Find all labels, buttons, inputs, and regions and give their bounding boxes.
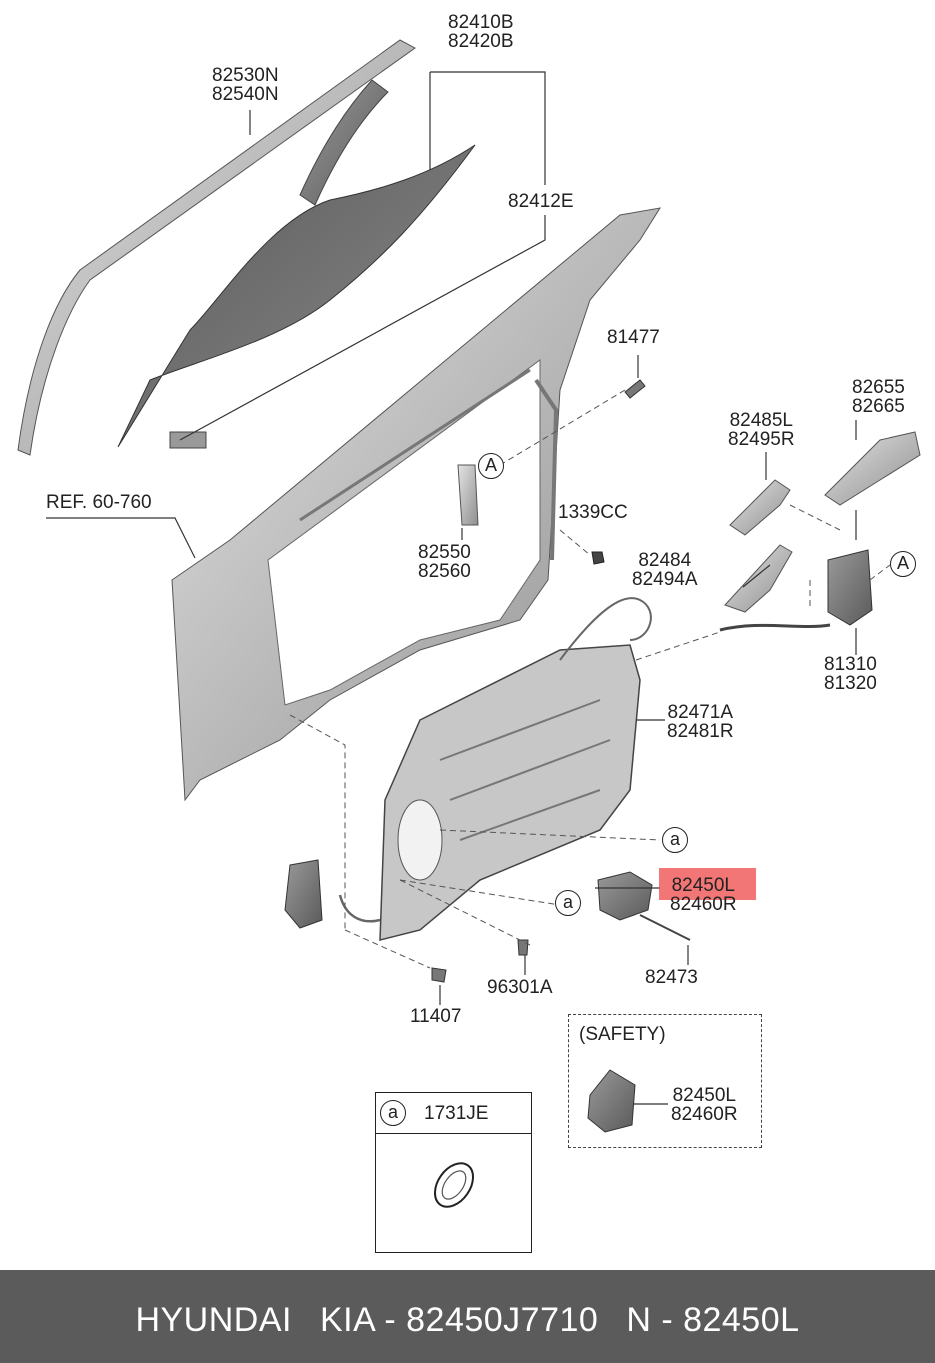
safety-title: (SAFETY) — [579, 1024, 666, 1045]
callout-a-upper: a — [662, 827, 688, 853]
nut-1339cc-icon — [591, 551, 605, 565]
callout-A-left: A — [478, 453, 504, 479]
bolt-96301a-icon — [517, 939, 529, 956]
door-actuator-left — [284, 859, 323, 929]
footer-bar — [0, 1270, 935, 1363]
label-1339cc[interactable]: 1339CC — [558, 502, 628, 523]
bolt-81477-icon — [624, 379, 646, 399]
glass-bracket — [169, 431, 207, 449]
label-11407[interactable]: 11407 — [410, 1006, 462, 1027]
label-96301a[interactable]: 96301A — [487, 977, 553, 998]
footer-brand: HYUNDAI — [135, 1301, 292, 1339]
label-1731je[interactable]: 1731JE — [424, 1103, 489, 1124]
door-inner-panel — [171, 207, 662, 802]
label-81477[interactable]: 81477 — [607, 327, 660, 348]
window-motor — [597, 871, 691, 941]
label-82473[interactable]: 82473 — [645, 967, 698, 988]
selected-part-highlight — [659, 868, 756, 900]
footer-side-ref: N - 82450L — [626, 1301, 800, 1339]
handle-bracket — [729, 479, 791, 536]
channel-82550 — [457, 464, 479, 526]
door-glass — [117, 144, 476, 448]
glass-run-channel — [17, 39, 416, 456]
detail-box-a-header: a 1731JE — [376, 1093, 531, 1134]
lock-bracket — [724, 544, 793, 613]
window-regulator-module — [338, 597, 652, 941]
footer-part-ref: KIA - 82450J7710 — [319, 1301, 599, 1339]
callout-a-lower: a — [555, 890, 581, 916]
callout-A-right: A — [890, 551, 916, 577]
door-exploded-diagram — [17, 39, 921, 1208]
outside-handle — [824, 431, 921, 506]
door-latch — [719, 549, 873, 632]
dashed-leaders — [289, 389, 891, 969]
callout-a-box: a — [380, 1100, 406, 1126]
detail-box-a: a 1731JE — [375, 1092, 532, 1253]
bolt-11407-icon — [431, 967, 447, 983]
footer-text: HYUNDAI KIA - 82450J7710 N - 82450L — [0, 1300, 935, 1340]
safety-window-motor — [587, 1069, 636, 1133]
label-82412e[interactable]: 82412E — [508, 191, 574, 212]
gasket-1731je — [433, 1162, 475, 1208]
leader-lines — [46, 71, 857, 1105]
ref-label: REF. 60-760 — [46, 492, 152, 513]
